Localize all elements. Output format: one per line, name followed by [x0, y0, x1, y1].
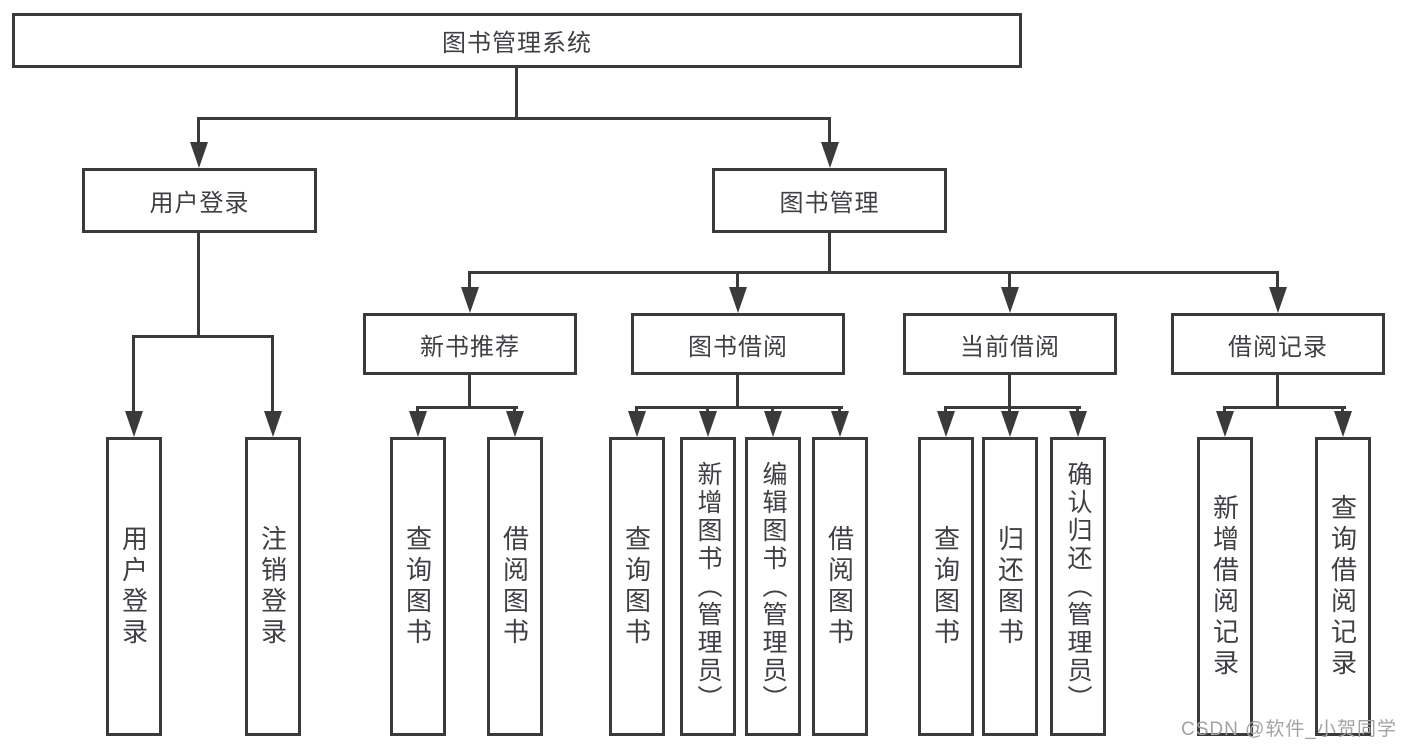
- leaf-borrow-books: 借阅图书: [812, 437, 868, 736]
- arrow-down-icon: [1001, 287, 1019, 313]
- arrow-down-icon: [264, 411, 282, 437]
- connector-line: [736, 375, 739, 408]
- connector-line: [635, 406, 843, 409]
- arrow-down-icon: [190, 142, 208, 168]
- leaf-query-books-recommend: 查询图书: [390, 437, 446, 736]
- node-book-management: 图书管理: [712, 168, 947, 233]
- node-borrow-records: 借阅记录: [1171, 313, 1385, 375]
- arrow-down-icon: [628, 411, 646, 437]
- leaf-confirm-return-admin: 确认归还（管理员）: [1050, 437, 1106, 736]
- connector-line: [197, 117, 831, 120]
- leaf-return-book: 归还图书: [982, 437, 1038, 736]
- arrow-down-icon: [821, 142, 839, 168]
- connector-line: [197, 233, 200, 337]
- csdn-watermark: CSDN @软件_小贺同学: [1181, 719, 1397, 740]
- connector-line: [468, 375, 471, 408]
- connector-line: [1008, 272, 1011, 290]
- connector-line: [197, 118, 200, 146]
- leaf-query-books-current: 查询图书: [918, 437, 974, 736]
- arrow-down-icon: [461, 287, 479, 313]
- node-current-borrowing: 当前借阅: [903, 313, 1117, 375]
- leaf-edit-book-admin: 编辑图书（管理员）: [745, 437, 801, 736]
- leaf-borrow-books-recommend: 借阅图书: [487, 437, 543, 736]
- arrow-down-icon: [506, 411, 524, 437]
- leaf-query-borrow-record: 查询借阅记录: [1315, 437, 1371, 736]
- connector-line: [416, 406, 518, 409]
- connector-line: [1276, 375, 1279, 408]
- connector-line: [1276, 272, 1279, 290]
- arrow-down-icon: [831, 411, 849, 437]
- node-user-login: 用户登录: [82, 168, 317, 233]
- arrow-down-icon: [764, 411, 782, 437]
- leaf-add-borrow-record: 新增借阅记录: [1197, 437, 1253, 736]
- connector-line: [271, 336, 274, 414]
- connector-line: [468, 271, 1279, 274]
- connector-line: [132, 335, 274, 338]
- connector-line: [1223, 406, 1346, 409]
- leaf-add-book-admin: 新增图书（管理员）: [680, 437, 736, 736]
- connector-line: [515, 68, 518, 118]
- connector-line: [944, 406, 1081, 409]
- arrow-down-icon: [1216, 411, 1234, 437]
- connector-line: [828, 118, 831, 146]
- leaf-query-books-borrowing: 查询图书: [609, 437, 665, 736]
- connector-line: [1008, 375, 1011, 408]
- arrow-down-icon: [937, 411, 955, 437]
- arrow-down-icon: [125, 411, 143, 437]
- node-system-root: 图书管理系统: [12, 13, 1022, 68]
- connector-line: [468, 272, 471, 290]
- leaf-user-login: 用户登录: [106, 437, 162, 736]
- arrow-down-icon: [1334, 411, 1352, 437]
- arrow-down-icon: [729, 287, 747, 313]
- node-book-borrowing: 图书借阅: [631, 313, 845, 375]
- node-new-book-recommend: 新书推荐: [363, 313, 577, 375]
- connector-line: [736, 272, 739, 290]
- arrow-down-icon: [1269, 287, 1287, 313]
- arrow-down-icon: [1001, 411, 1019, 437]
- connector-line: [828, 233, 831, 273]
- arrow-down-icon: [699, 411, 717, 437]
- connector-line: [132, 336, 135, 414]
- arrow-down-icon: [409, 411, 427, 437]
- leaf-logout: 注销登录: [245, 437, 301, 736]
- arrow-down-icon: [1069, 411, 1087, 437]
